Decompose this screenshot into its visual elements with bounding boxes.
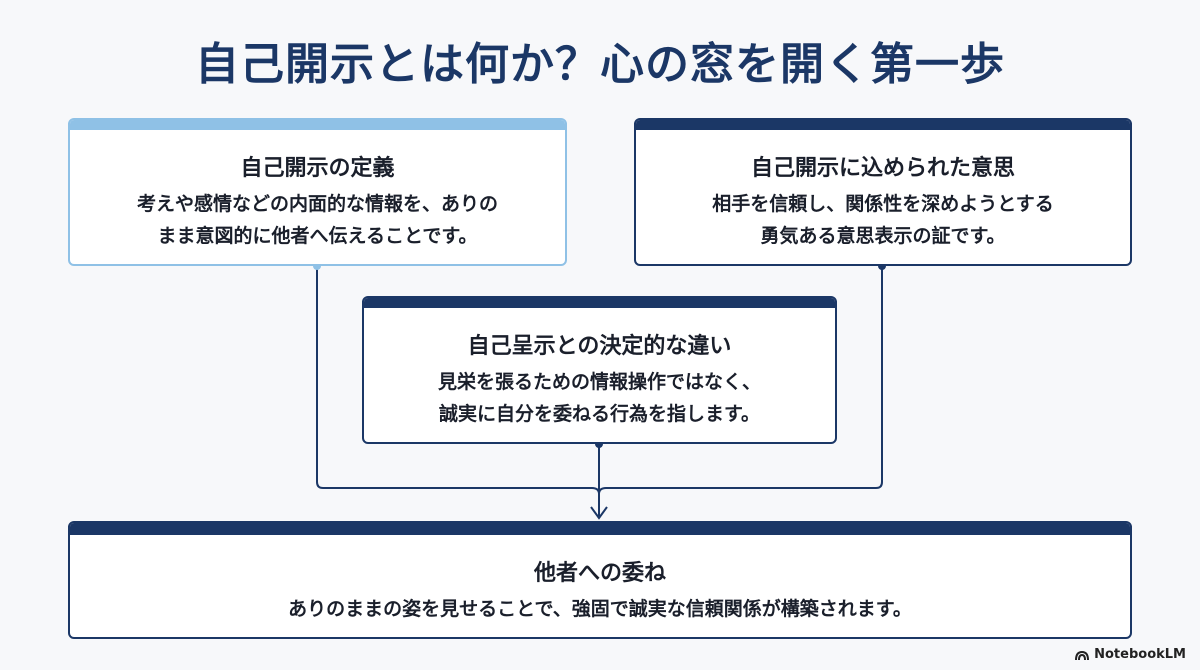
page-title: 自己開示とは何か？心の窓を開く第一歩	[195, 39, 1005, 90]
card-accent-bar	[636, 120, 1130, 130]
card-heading: 自己開示に込められた意思	[750, 156, 1015, 181]
card-body-line: まま意図的に他者へ伝えることです。	[157, 225, 478, 247]
card-body-line: ありのままの姿を見せることで、強固で誠実な信頼関係が構築されます。	[288, 598, 912, 620]
card-body: 考えや感情などの内面的な情報を、ありの まま意図的に他者へ伝えることです。	[94, 188, 541, 252]
notebooklm-brand: NotebookLM	[1074, 647, 1186, 662]
card-body: 相手を信頼し、関係性を深めようとする 勇気ある意思表示の証です。	[660, 188, 1106, 252]
card-heading: 自己呈示との決定的な違い	[467, 334, 732, 359]
difference-card: 自己呈示との決定的な違い 見栄を張るための情報操作ではなく、 誠実に自分を委ねる…	[362, 296, 837, 444]
card-heading: 自己開示の定義	[240, 156, 395, 181]
card-body-line: 誠実に自分を委ねる行為を指します。	[438, 403, 761, 425]
card-accent-bar	[364, 298, 835, 308]
card-body: 見栄を張るための情報操作ではなく、 誠実に自分を委ねる行為を指します。	[388, 366, 811, 430]
card-body-line: 考えや感情などの内面的な情報を、ありの	[136, 193, 498, 215]
arrowhead-icon	[590, 506, 608, 520]
card-body-line: 相手を信頼し、関係性を深めようとする	[712, 193, 1054, 215]
intention-card: 自己開示に込められた意思 相手を信頼し、関係性を深めようとする 勇気ある意思表示…	[634, 118, 1132, 266]
card-heading: 他者への委ね	[533, 561, 666, 586]
card-accent-bar	[70, 523, 1130, 535]
brand-name: NotebookLM	[1094, 647, 1186, 662]
definition-card: 自己開示の定義 考えや感情などの内面的な情報を、ありの まま意図的に他者へ伝える…	[68, 118, 567, 266]
card-body: ありのままの姿を見せることで、強固で誠実な信頼関係が構築されます。	[94, 593, 1106, 625]
card-body-line: 勇気ある意思表示の証です。	[760, 225, 1006, 247]
card-body-line: 見栄を張るための情報操作ではなく、	[437, 371, 761, 393]
entrust-card: 他者への委ね ありのままの姿を見せることで、強固で誠実な信頼関係が構築されます。	[68, 521, 1132, 639]
card-accent-bar	[70, 120, 565, 130]
notebooklm-logo-icon	[1075, 650, 1090, 660]
